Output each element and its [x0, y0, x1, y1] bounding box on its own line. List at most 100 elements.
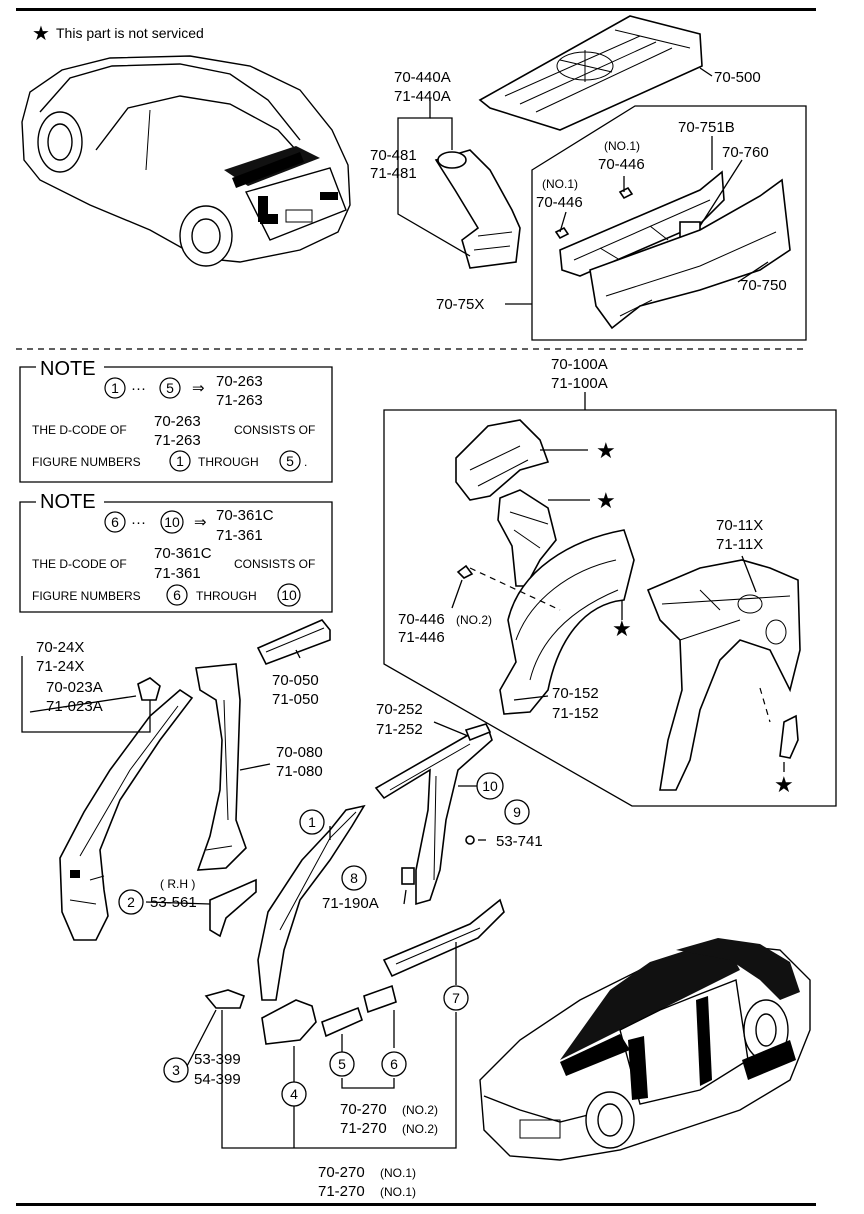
rear-panel-box — [531, 105, 807, 341]
note-2-dcode-a: 70-361C — [154, 545, 212, 562]
part-71-446-label: 71-446 — [398, 629, 445, 646]
part-70-760-label: 70-760 — [722, 144, 769, 161]
callout-3: 3 — [172, 1062, 180, 1078]
part-70-11X-label: 70-11X — [716, 517, 763, 534]
no2-label-a: (NO.2) — [402, 1103, 438, 1117]
no1-label-a: (NO.1) — [604, 139, 640, 153]
part-53-741-label: 53-741 — [496, 833, 543, 850]
no2-label-b: (NO.2) — [402, 1122, 438, 1136]
legend: ★ This part is not serviced — [32, 21, 204, 45]
center-pillar-outer — [195, 663, 247, 871]
part-70-75X-label: 70-75X — [436, 296, 484, 313]
callout-1: 1 — [308, 814, 316, 830]
note-1-title: NOTE — [40, 358, 96, 380]
note-1-consists-text: CONSISTS OF — [234, 423, 315, 437]
part-70-270-no1-label: 70-270 — [318, 1164, 365, 1181]
callout-10: 10 — [482, 778, 498, 794]
callouts: 1 2 3 4 5 6 7 8 9 10 — [118, 772, 530, 1107]
sill-plate-6 — [363, 984, 397, 1014]
pillar-reinforcement-rh — [209, 878, 257, 938]
part-71-080-label: 71-080 — [276, 763, 323, 780]
note-1-code-a: 70-263 — [216, 373, 263, 390]
note-1-from: 1 — [111, 380, 119, 396]
part-70-446-label-a: 70-446 — [598, 156, 645, 173]
part-70-446-label-b: 70-446 — [536, 194, 583, 211]
part-71-023A-label: 71-023A — [46, 698, 103, 715]
roof-rail-050 — [256, 619, 331, 666]
part-53-561-label: 53-561 — [150, 894, 197, 911]
no1-label-b: (NO.1) — [542, 177, 578, 191]
side-sill — [382, 898, 505, 978]
note-2-consists-text: CONSISTS OF — [234, 557, 315, 571]
wheelhouse-lower-bracket — [779, 714, 799, 759]
rear-floor-pan — [478, 15, 703, 131]
part-70-500-label: 70-500 — [714, 69, 761, 86]
part-70-080-label: 70-080 — [276, 744, 323, 761]
callout-7: 7 — [452, 990, 460, 1006]
pillar-group — [21, 619, 505, 1149]
rear-panel-upper — [559, 170, 725, 277]
note-2-title: NOTE — [40, 491, 96, 513]
rear-car-illustration — [21, 55, 351, 267]
callout-8: 8 — [350, 870, 358, 886]
sill-plate-5 — [321, 1006, 363, 1038]
note-1-dcode-a: 70-263 — [154, 413, 201, 430]
part-71-252-label: 71-252 — [376, 721, 423, 738]
note-1-dcode-b: 71-263 — [154, 432, 201, 449]
callout-2: 2 — [127, 894, 135, 910]
star-icon: ★ — [32, 21, 50, 45]
part-71-270-no1-label: 71-270 — [318, 1183, 365, 1200]
part-70-751B-label: 70-751B — [678, 119, 735, 136]
top-rule — [16, 8, 816, 11]
note-2-dcode-b: 71-361 — [154, 565, 201, 582]
note-1-figure-numbers: FIGURE NUMBERS — [32, 455, 141, 469]
hinge-bracket — [204, 989, 246, 1009]
part-70-050-label: 70-050 — [272, 672, 319, 689]
rear-inner-panel — [646, 559, 801, 791]
part-71-481-label: 71-481 — [370, 165, 417, 182]
front-pillar-outer — [59, 688, 194, 941]
note-1-through-from: 1 — [176, 453, 184, 469]
star-icon: ★ — [612, 617, 632, 642]
legend-text: This part is not serviced — [56, 25, 204, 41]
part-70-481-label: 70-481 — [370, 147, 417, 164]
part-71-24X-label: 71-24X — [36, 658, 84, 675]
callout-5: 5 — [338, 1056, 346, 1072]
front-car-illustration — [479, 938, 811, 1161]
part-70-270-no2-label: 70-270 — [340, 1101, 387, 1118]
no1-label-b: (NO.1) — [380, 1185, 416, 1199]
rear-side-member — [434, 149, 521, 269]
note-box-1: NOTE 1 ··· 5 ⇒ 70-263 71-263 THE D-CODE … — [19, 358, 333, 483]
star-icon: ★ — [596, 489, 616, 514]
part-53-399-label: 53-399 — [194, 1051, 241, 1068]
note-2-through-from: 6 — [173, 587, 181, 603]
note-2-to: 10 — [164, 514, 180, 530]
part-70-023A-label: 70-023A — [46, 679, 103, 696]
grommet — [465, 835, 475, 845]
pillar-bracket-023A — [137, 677, 161, 701]
part-70-750-label: 70-750 — [740, 277, 787, 294]
part-71-11X-label: 71-11X — [716, 536, 763, 553]
star-icon: ★ — [774, 773, 794, 798]
note-1-dcode-text: THE D-CODE OF — [32, 423, 127, 437]
part-54-399-label: 54-399 — [194, 1071, 241, 1088]
part-70-446-no2-label: 70-446 — [398, 611, 445, 628]
star-icon: ★ — [596, 439, 616, 464]
wheelhouse-box — [383, 392, 837, 807]
note-2-figure-numbers: FIGURE NUMBERS — [32, 589, 141, 603]
note-2-from: 6 — [111, 514, 119, 530]
bottom-rule — [16, 1203, 816, 1206]
note-1-dots: ··· — [131, 380, 146, 397]
callout-4: 4 — [290, 1086, 298, 1102]
center-pillar-cap — [464, 723, 492, 742]
part-70-152-label: 70-152 — [552, 685, 599, 702]
note-1-through-text: THROUGH — [198, 455, 259, 469]
wheelhouse-upper-bracket — [455, 419, 550, 501]
part-71-270-no2-label: 71-270 — [340, 1120, 387, 1137]
part-71-440A-label: 71-440A — [394, 88, 451, 105]
note-2-through-to: 10 — [281, 587, 297, 603]
note-1-arrow: ⇒ — [192, 380, 205, 397]
note-2-through-text: THROUGH — [196, 589, 257, 603]
